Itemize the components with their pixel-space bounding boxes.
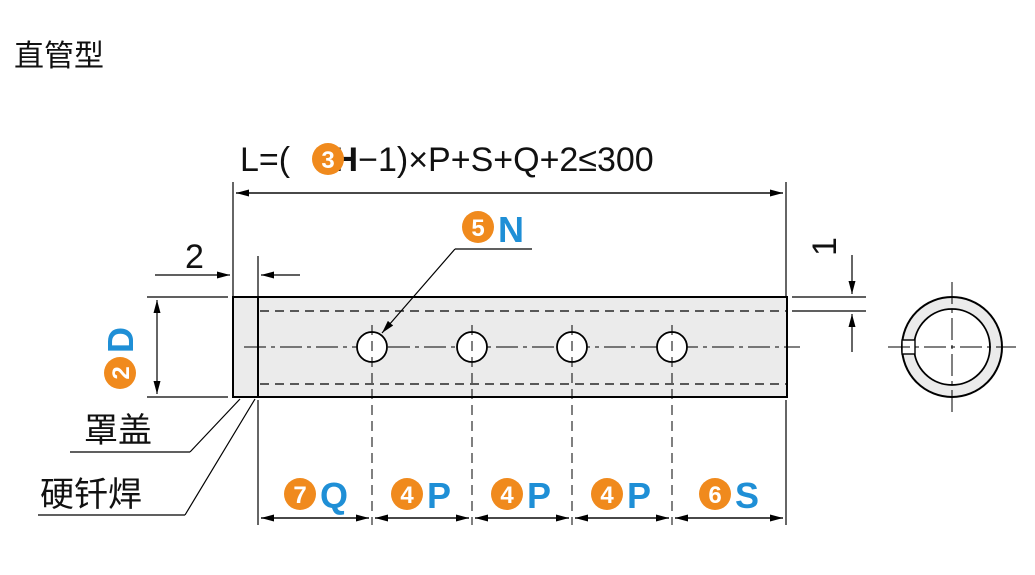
hole-leader: [381, 248, 532, 334]
svg-text:P: P: [527, 475, 551, 516]
svg-text:P: P: [627, 475, 651, 516]
formula-badge: 3: [312, 143, 344, 175]
svg-text:4: 4: [400, 482, 414, 509]
diameter-label: 2 D: [100, 327, 141, 389]
diameter-dimension: [147, 296, 228, 398]
svg-text:4: 4: [600, 482, 614, 509]
segment-label-s: 6 S: [699, 475, 759, 516]
segment-label-p2: 4 P: [491, 475, 551, 516]
segment-label-p3: 4 P: [591, 475, 651, 516]
page-title: 直管型: [14, 40, 104, 73]
segment-label-p1: 4 P: [391, 475, 451, 516]
hole-count-var: N: [498, 209, 524, 250]
svg-text:3: 3: [321, 147, 334, 174]
brazing-label: 硬钎焊: [40, 476, 142, 514]
segment-label-q: 7 Q: [284, 475, 348, 516]
svg-text:4: 4: [500, 482, 514, 509]
svg-text:6: 6: [708, 482, 721, 509]
svg-text:P: P: [427, 475, 451, 516]
wall-thickness-label: 1: [806, 237, 844, 256]
part-leaders: [38, 398, 256, 516]
diameter-var: D: [100, 327, 141, 353]
end-view: [888, 282, 1016, 412]
cap-length-dimension: [155, 256, 300, 296]
overall-length-dimension: [232, 182, 787, 296]
hole-count-badge: 5: [462, 211, 494, 243]
formula-prefix: L=(: [240, 141, 291, 179]
cap-label: 罩盖: [84, 412, 152, 450]
length-formula: L=( H−1)×P+S+Q+2≤300: [240, 141, 654, 179]
diameter-badge: 2: [108, 366, 135, 379]
svg-text:Q: Q: [320, 475, 348, 516]
cap-length-label: 2: [185, 238, 204, 276]
svg-text:7: 7: [293, 482, 306, 509]
inner-bore-lines: [260, 310, 786, 385]
formula-suffix: −1)×P+S+Q+2≤300: [358, 141, 654, 179]
svg-text:5: 5: [471, 215, 484, 242]
segment-labels: 7 Q 4 P 4 P 4 P 6 S: [284, 475, 759, 516]
svg-text:S: S: [735, 475, 759, 516]
hole-centerlines: [371, 325, 673, 525]
wall-thickness-dimension: [792, 255, 866, 352]
pitch-dimension-chain: [257, 400, 787, 525]
